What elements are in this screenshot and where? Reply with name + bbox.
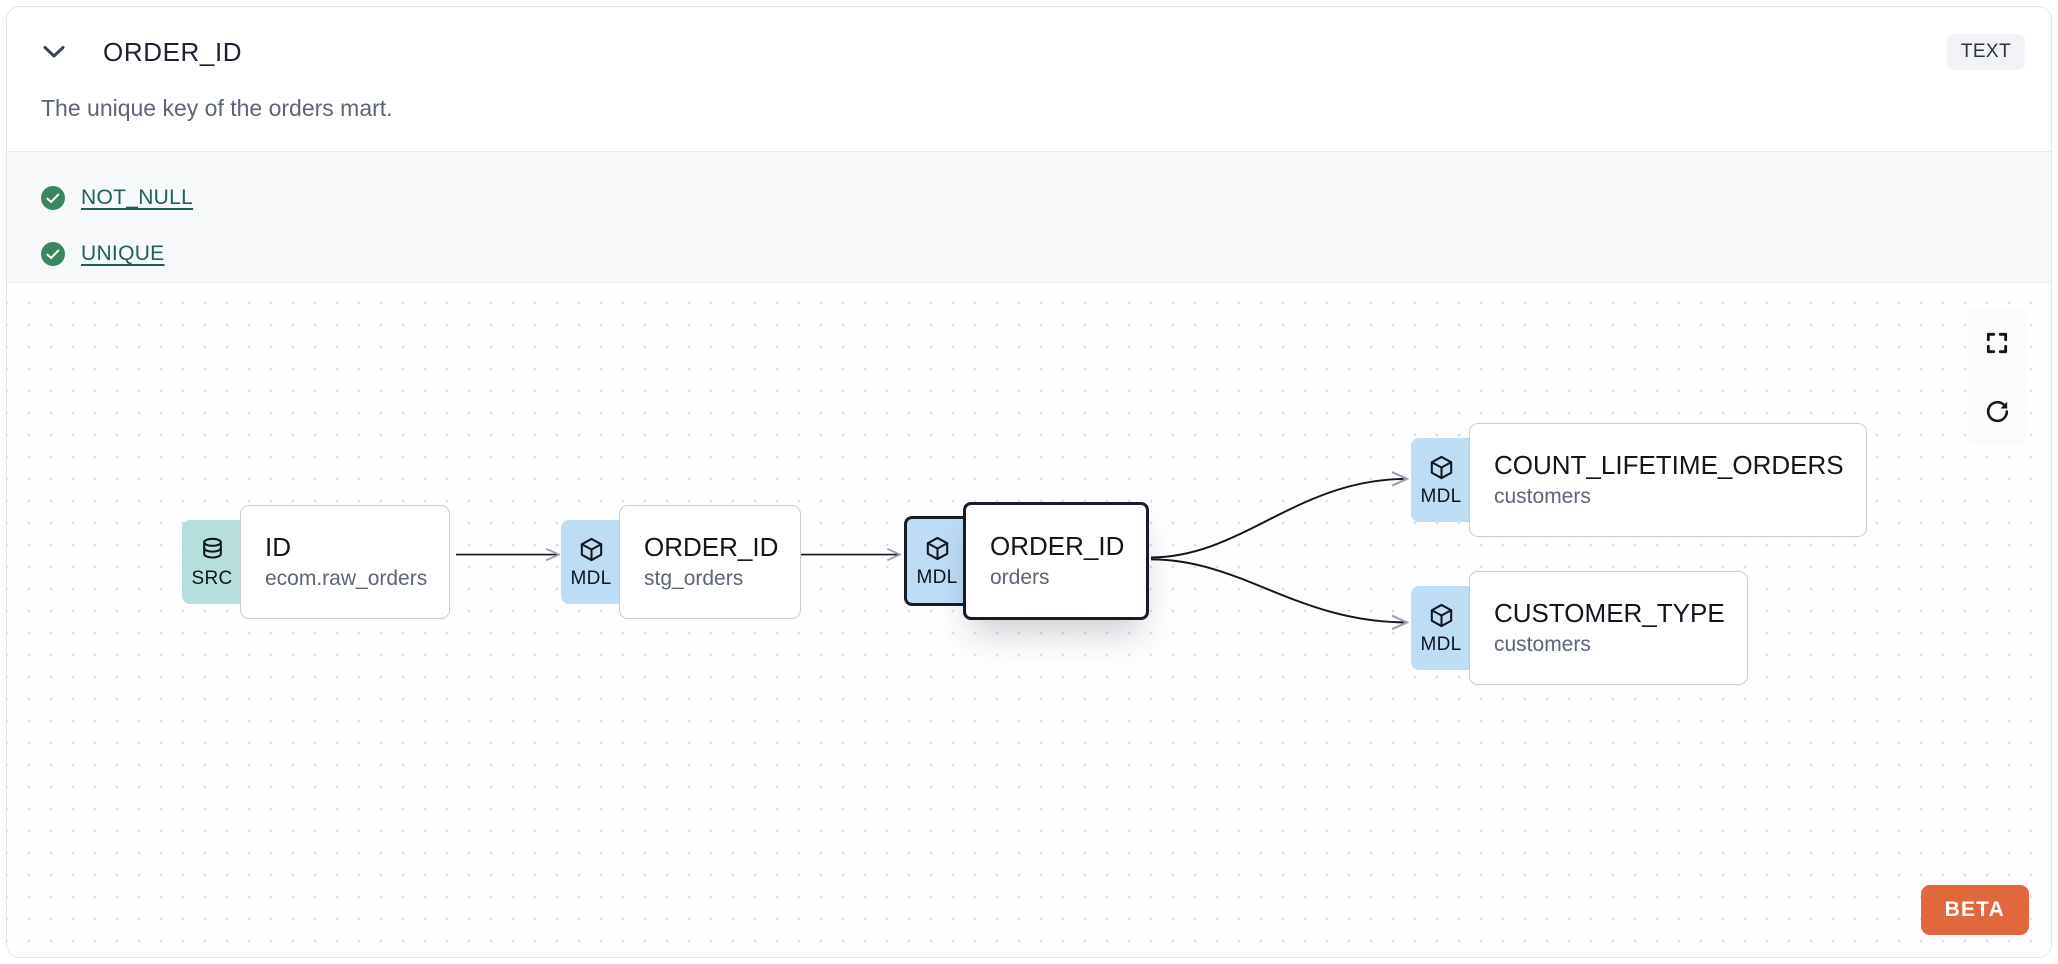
cube-icon (578, 536, 605, 568)
node-subtitle: ecom.raw_orders (265, 566, 428, 590)
beta-badge[interactable]: BETA (1920, 885, 2029, 935)
node-card[interactable]: ID ecom.raw_orders (240, 505, 451, 619)
node-badge-mdl: MDL (1411, 438, 1471, 522)
description-row: The unique key of the orders mart. (7, 97, 2051, 151)
reset-button[interactable] (1967, 377, 2027, 445)
column-detail-panel: ORDER_ID TEXT The unique key of the orde… (6, 6, 2052, 958)
node-title: ORDER_ID (644, 532, 779, 563)
test-row: UNIQUE (41, 226, 2017, 282)
cube-icon (1428, 602, 1455, 634)
lineage-node-src-id[interactable]: SRC ID ecom.raw_orders (182, 505, 451, 619)
cube-icon (1428, 454, 1455, 486)
fit-view-button[interactable] (1967, 309, 2027, 377)
test-row: NOT_NULL (41, 170, 2017, 226)
column-description: The unique key of the orders mart. (41, 95, 393, 121)
node-subtitle: orders (990, 565, 1050, 589)
node-card[interactable]: COUNT_LIFETIME_ORDERS customers (1469, 423, 1867, 537)
lineage-canvas[interactable]: SRC ID ecom.raw_orders (7, 283, 2051, 957)
lineage-node-customer-type[interactable]: MDL CUSTOMER_TYPE customers (1411, 571, 1748, 685)
page-title: ORDER_ID (103, 36, 243, 67)
node-title: ID (265, 532, 291, 563)
node-badge-label: MDL (1420, 486, 1462, 507)
data-type-badge: TEXT (1946, 34, 2025, 70)
check-circle-icon (41, 186, 65, 210)
node-subtitle: customers (1494, 632, 1591, 656)
cube-icon (924, 535, 951, 567)
database-icon (199, 536, 226, 568)
test-link-not-null[interactable]: NOT_NULL (81, 186, 194, 209)
node-subtitle: stg_orders (644, 566, 744, 590)
node-badge-label: MDL (570, 568, 612, 589)
chevron-down-icon[interactable] (41, 39, 67, 65)
node-badge-src: SRC (182, 520, 242, 604)
node-badge-label: SRC (191, 568, 233, 589)
lineage-node-count-lifetime-orders[interactable]: MDL COUNT_LIFETIME_ORDERS customers (1411, 423, 1867, 537)
node-badge-label: MDL (916, 567, 958, 588)
panel-header: ORDER_ID TEXT (7, 7, 2051, 97)
tests-section: NOT_NULL UNIQUE (7, 151, 2051, 283)
node-subtitle: customers (1494, 484, 1591, 508)
canvas-controls (1967, 309, 2027, 445)
node-badge-label: MDL (1420, 634, 1462, 655)
test-link-unique[interactable]: UNIQUE (81, 242, 165, 265)
node-badge-mdl: MDL (561, 520, 621, 604)
lineage-node-orders-order-id[interactable]: MDL ORDER_ID orders (904, 502, 1150, 620)
node-title: COUNT_LIFETIME_ORDERS (1494, 450, 1844, 481)
node-card[interactable]: ORDER_ID orders (963, 502, 1150, 620)
node-card[interactable]: ORDER_ID stg_orders (619, 505, 802, 619)
node-badge-mdl: MDL (1411, 586, 1471, 670)
node-card[interactable]: CUSTOMER_TYPE customers (1469, 571, 1748, 685)
node-title: ORDER_ID (990, 531, 1125, 562)
lineage-node-stg-order-id[interactable]: MDL ORDER_ID stg_orders (561, 505, 802, 619)
node-badge-mdl: MDL (904, 516, 967, 606)
node-title: CUSTOMER_TYPE (1494, 598, 1725, 629)
check-circle-icon (41, 242, 65, 266)
